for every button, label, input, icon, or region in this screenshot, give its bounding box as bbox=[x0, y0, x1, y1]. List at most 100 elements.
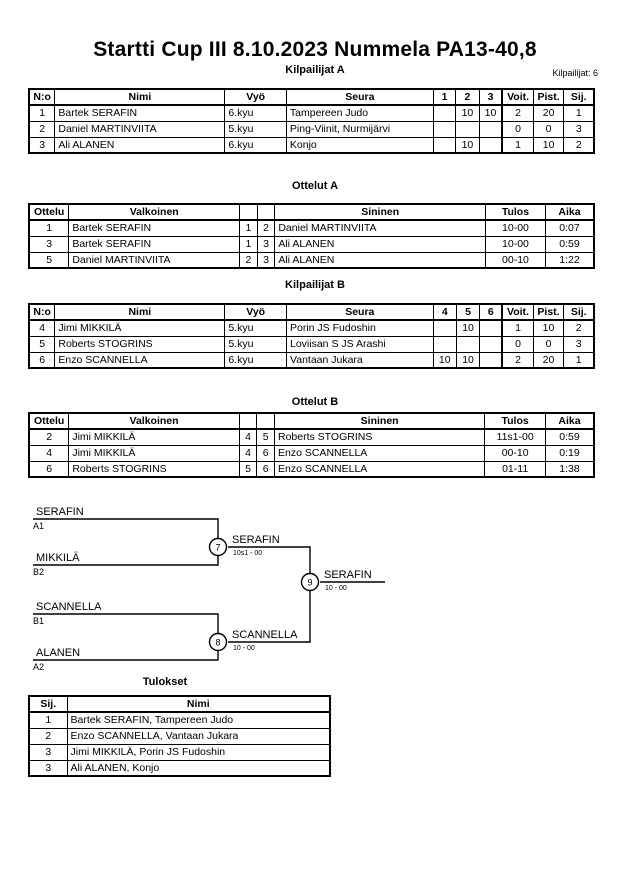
pool-b-heading: Kilpailijat B bbox=[285, 279, 345, 291]
cell-blue-no: 5 bbox=[256, 428, 275, 446]
cell-time: 1:22 bbox=[544, 251, 595, 269]
bracket-entry-seed: A1 bbox=[33, 521, 44, 531]
cell-m6 bbox=[479, 351, 503, 369]
col-name: Nimi bbox=[54, 303, 226, 321]
cell-club: Ping-Viinit, Nurmijärvi bbox=[285, 120, 434, 138]
cell-points: 10 bbox=[532, 319, 565, 337]
cell-wins: 1 bbox=[501, 319, 534, 337]
col-time: Aika bbox=[544, 203, 595, 221]
cell-m4: 10 bbox=[432, 351, 457, 369]
cell-blue-no: 3 bbox=[256, 235, 276, 253]
cell-white: Bartek SERAFIN bbox=[68, 219, 241, 237]
cell-m1 bbox=[432, 136, 457, 154]
col-rank: Sij. bbox=[563, 88, 595, 106]
cell-rank: 2 bbox=[28, 727, 68, 745]
cell-club: Vantaan Jukara bbox=[286, 351, 434, 369]
cell-rank: 3 bbox=[28, 759, 68, 777]
cell-no: 6 bbox=[28, 351, 56, 369]
matches-b-heading: Ottelut B bbox=[291, 396, 339, 408]
table-header-row: Ottelu Valkoinen Sininen Tulos Aika bbox=[28, 412, 595, 430]
cell-rank: 3 bbox=[563, 335, 595, 353]
cell-time: 1:38 bbox=[544, 460, 595, 478]
cell-white-no: 4 bbox=[238, 428, 258, 446]
col-points: Pist. bbox=[532, 88, 565, 106]
cell-m4 bbox=[432, 319, 457, 337]
cell-blue: Enzo SCANNELLA bbox=[273, 460, 486, 478]
connector-sf8-out bbox=[228, 588, 311, 643]
match-number: 9 bbox=[307, 578, 312, 588]
cell-blue: Ali ALANEN bbox=[274, 251, 486, 269]
cell-result: 01-11 bbox=[484, 460, 546, 478]
cell-white-no: 5 bbox=[238, 460, 258, 478]
col-wins: Voit. bbox=[501, 303, 534, 321]
col-wins: Voit. bbox=[501, 88, 534, 106]
cell-belt: 6.kyu bbox=[224, 104, 287, 122]
cell-points: 20 bbox=[532, 351, 565, 369]
col-blue-no bbox=[256, 203, 276, 221]
bracket-entry-a2: ALANEN A2 bbox=[33, 647, 80, 672]
col-blue: Sininen bbox=[273, 412, 486, 430]
cell-white: Daniel MARTINVIITA bbox=[68, 251, 241, 269]
cell-rank: 2 bbox=[563, 136, 595, 154]
cell-name: Roberts STOGRINS bbox=[54, 335, 226, 353]
cell-points: 0 bbox=[532, 335, 565, 353]
results-table: Sij. Nimi 1 Bartek SERAFIN, Tampereen Ju… bbox=[28, 695, 331, 777]
cell-match-no: 1 bbox=[28, 219, 70, 237]
match-number: 7 bbox=[215, 543, 220, 553]
cell-rank: 3 bbox=[28, 743, 68, 761]
cell-rank: 3 bbox=[563, 120, 595, 138]
cell-club: Tampereen Judo bbox=[285, 104, 434, 122]
cell-match-no: 5 bbox=[28, 251, 70, 269]
table-row: 3 Ali ALANEN 6.kyu Konjo 10 1 10 2 bbox=[28, 136, 595, 154]
table-row: 5 Roberts STOGRINS 5.kyu Loviisan S JS A… bbox=[28, 335, 595, 353]
page-title: Startti Cup III 8.10.2023 Nummela PA13-4… bbox=[93, 38, 537, 61]
cell-m6 bbox=[479, 319, 503, 337]
match-node-circle bbox=[300, 572, 320, 592]
cell-m1 bbox=[432, 104, 457, 122]
bracket-entry-seed: B2 bbox=[33, 567, 44, 577]
table-row: 5 Daniel MARTINVIITA 2 3 Ali ALANEN 00-1… bbox=[28, 251, 595, 269]
col-points: Pist. bbox=[532, 303, 565, 321]
cell-blue: Roberts STOGRINS bbox=[273, 428, 486, 446]
match-winner-name: SCANNELLA bbox=[232, 629, 298, 641]
cell-result: 00-10 bbox=[484, 251, 546, 269]
bracket-match-node-9: 9 SERAFIN 10 - 00 bbox=[300, 569, 372, 592]
match-winner-name: SERAFIN bbox=[324, 569, 372, 581]
cell-blue-no: 6 bbox=[256, 444, 275, 462]
col-time: Aika bbox=[544, 412, 595, 430]
table-header-row: Sij. Nimi bbox=[28, 695, 331, 713]
col-no: N:o bbox=[28, 303, 56, 321]
pool-a-table: N:o Nimi Vyö Seura 1 2 3 Voit. Pist. Sij… bbox=[28, 88, 595, 154]
col-m1: 1 bbox=[432, 88, 457, 106]
bracket-entry-name: MIKKILÄ bbox=[36, 552, 80, 564]
table-row: 3 Bartek SERAFIN 1 3 Ali ALANEN 10-00 0:… bbox=[28, 235, 595, 253]
col-club: Seura bbox=[285, 88, 434, 106]
cell-blue: Daniel MARTINVIITA bbox=[274, 219, 486, 237]
pool-b-table: N:o Nimi Vyö Seura 4 5 6 Voit. Pist. Sij… bbox=[28, 303, 595, 369]
cell-m1 bbox=[432, 120, 457, 138]
match-score: 10 - 00 bbox=[325, 585, 347, 592]
table-row: 1 Bartek SERAFIN 1 2 Daniel MARTINVIITA … bbox=[28, 219, 595, 237]
cell-belt: 5.kyu bbox=[224, 120, 287, 138]
cell-name: Jimi MIKKILÄ, Porin JS Fudoshin bbox=[66, 743, 331, 761]
match-node-circle bbox=[208, 632, 228, 652]
bracket-entry-seed: B1 bbox=[33, 616, 44, 626]
cell-club: Konjo bbox=[285, 136, 434, 154]
bracket-entry-a1: SERAFIN A1 bbox=[33, 506, 84, 531]
table-row: 4 Jimi MIKKILÄ 5.kyu Porin JS Fudoshin 1… bbox=[28, 319, 595, 337]
cell-white: Bartek SERAFIN bbox=[68, 235, 241, 253]
col-m6: 6 bbox=[479, 303, 503, 321]
col-blue: Sininen bbox=[274, 203, 486, 221]
cell-wins: 1 bbox=[501, 136, 534, 154]
cell-no: 2 bbox=[28, 120, 56, 138]
cell-no: 1 bbox=[28, 104, 56, 122]
col-no: N:o bbox=[28, 88, 56, 106]
col-white-no bbox=[239, 203, 258, 221]
table-row: 1 Bartek SERAFIN 6.kyu Tampereen Judo 10… bbox=[28, 104, 595, 122]
cell-time: 0:07 bbox=[544, 219, 595, 237]
match-node-circle bbox=[208, 537, 228, 557]
match-score: 10s1 - 00 bbox=[233, 550, 262, 557]
col-m4: 4 bbox=[432, 303, 457, 321]
cell-match-no: 6 bbox=[28, 460, 70, 478]
col-match-no: Ottelu bbox=[28, 412, 70, 430]
